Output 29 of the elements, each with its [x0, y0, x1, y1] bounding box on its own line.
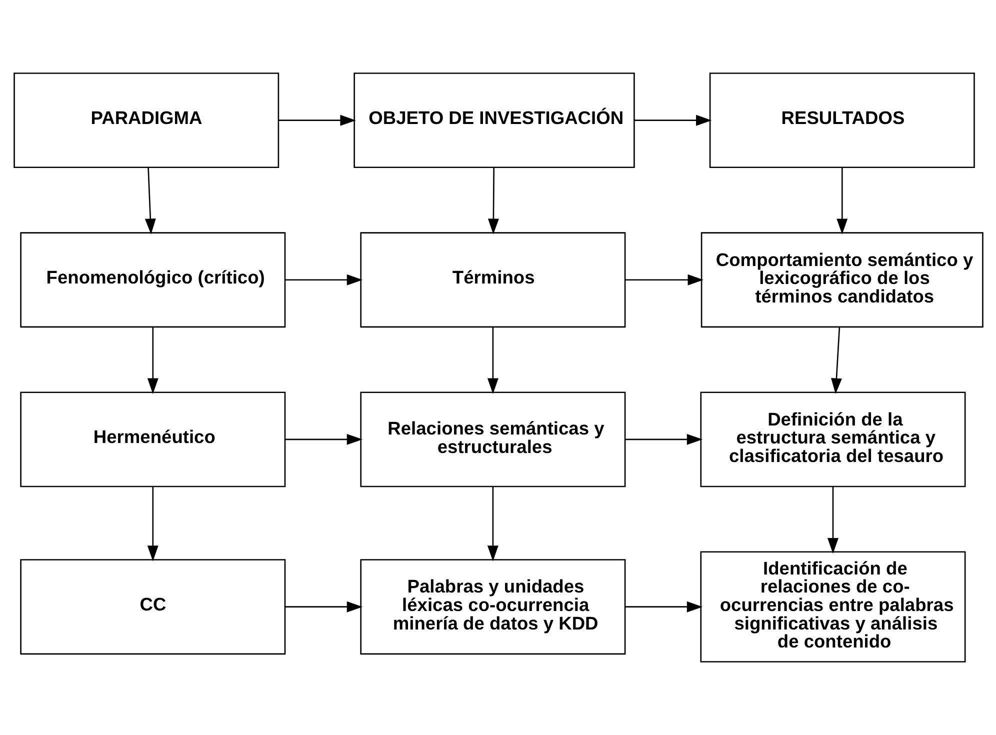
node-box: OBJETO DE INVESTIGACIÓN — [353, 72, 634, 168]
arrow — [278, 114, 356, 126]
arrow — [284, 274, 362, 286]
node-box: Fenomenológico (crítico) — [20, 232, 286, 328]
node-box: Hermenéutico — [20, 392, 286, 488]
node-box: Términos — [360, 232, 626, 328]
node-box: Relaciones semánticas y estructurales — [360, 392, 626, 488]
arrow — [486, 486, 498, 562]
arrow — [826, 486, 838, 554]
node-box: CC — [20, 559, 286, 655]
node-box: Comportamiento semántico y lexicográfico de los términos candidatos — [700, 232, 983, 328]
node-box: Definición de la estructura semántica y clasificatoria del tesauro — [700, 392, 966, 488]
arrow — [486, 327, 498, 394]
arrow — [836, 167, 848, 234]
arrow — [624, 601, 702, 612]
arrow — [487, 167, 498, 234]
arrow — [144, 167, 156, 234]
arrow — [146, 486, 158, 562]
arrow — [634, 114, 712, 126]
node-box: Identificación de relaciones de co-ocurrencias entre palabras significativas y análisis de contenido — [700, 551, 966, 662]
arrow — [624, 434, 702, 445]
node-box: Palabras y unidades léxicas co-ocurrencia minería de datos y KDD — [360, 559, 626, 655]
arrow — [624, 274, 703, 286]
node-box: PARADIGMA — [13, 72, 279, 168]
arrow — [284, 601, 362, 612]
arrow — [830, 326, 842, 394]
node-box: RESULTADOS — [708, 72, 974, 168]
arrow — [284, 434, 362, 445]
arrow — [146, 327, 158, 394]
